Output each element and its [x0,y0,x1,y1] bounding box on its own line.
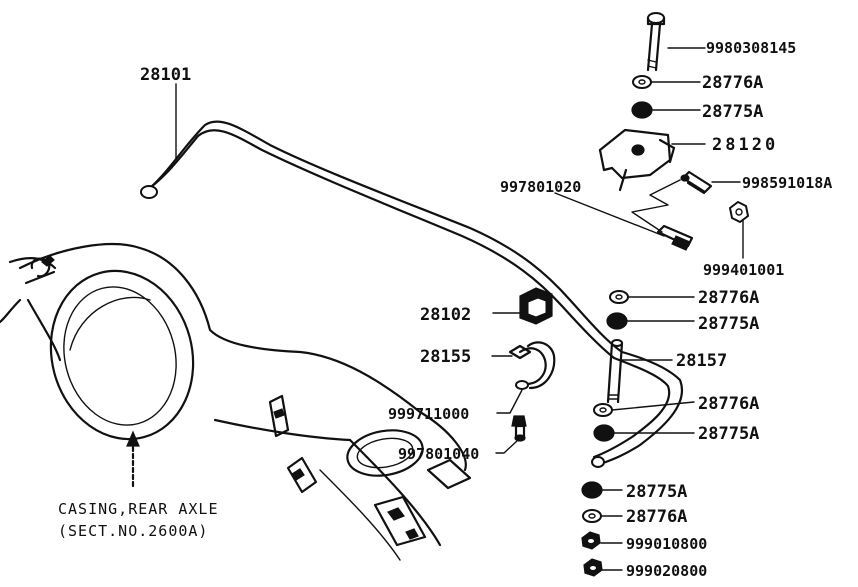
label-28776A-top: 28776A [702,73,763,93]
label-28155: 28155 [420,347,471,367]
label-28776A-mid: 28776A [698,288,759,308]
rear-axle-casing [0,242,472,561]
upper-bracket-assembly [554,12,750,251]
link-assembly [581,290,629,577]
label-28102: 28102 [420,305,471,325]
label-28775A-top: 28775A [702,102,763,122]
leader-lines [175,47,744,571]
label-999711000: 999711000 [388,405,469,423]
label-28157: 28157 [676,351,727,371]
center-clamp-assembly [508,287,556,442]
label-999020800: 999020800 [626,562,707,580]
stabilizer-bar [140,120,683,467]
label-9980308145: 9980308145 [706,39,796,57]
label-28775A-mid: 28775A [698,314,759,334]
casing-label-line1: CASING,REAR AXLE [58,500,219,518]
label-997801040: 997801040 [398,445,479,463]
label-999010800: 999010800 [626,535,707,553]
label-999401001: 999401001 [703,261,784,279]
casing-label-line2: (SECT.NO.2600A) [58,522,208,540]
label-28776A-bottom: 28776A [626,507,687,527]
label-28120: 28120 [712,135,778,155]
label-997801020: 997801020 [500,178,581,196]
label-28776A-low: 28776A [698,394,759,414]
label-28775A-bottom: 28775A [626,482,687,502]
label-998591018A: 998591018A [742,174,832,192]
label-28775A-low: 28775A [698,424,759,444]
label-28101: 28101 [140,65,191,85]
part-labels: 28101 9980308145 28776A 28775A 28120 997… [58,39,832,580]
